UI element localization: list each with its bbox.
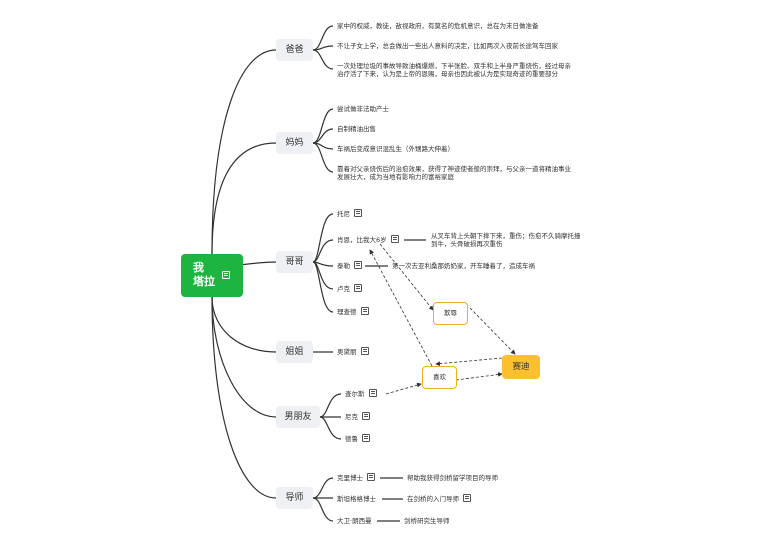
brother-name: 托尼 xyxy=(337,210,350,218)
boyfriend-nick[interactable]: 尼克 xyxy=(345,412,370,421)
mentor-steinberg-detail: 在剑桥的入门导师 xyxy=(407,494,471,503)
note-icon[interactable] xyxy=(360,347,369,355)
brother-name: 理查德 xyxy=(337,308,357,316)
mentor-name: 克里博士 xyxy=(337,474,363,482)
mom-item-2: 自制精油出售 xyxy=(337,125,376,133)
note-icon[interactable] xyxy=(362,412,370,420)
brother-tony[interactable]: 托尼 xyxy=(337,209,362,218)
note-icon[interactable] xyxy=(360,307,369,315)
boyfriend-name: 查尔斯 xyxy=(345,390,365,398)
relation-bully[interactable]: 欺辱 xyxy=(433,302,468,325)
mentor-name: 斯坦格格博士 xyxy=(337,495,376,503)
sister-audrey[interactable]: 奥黛丽 xyxy=(337,347,369,356)
brother-shawn[interactable]: 肖恩，比我大6岁 xyxy=(337,235,399,244)
brother-name: 卢克 xyxy=(337,285,350,293)
node-sadie[interactable]: 赛迪 xyxy=(502,355,540,379)
mom-item-4: 靠着对父亲烧伤后的治愈效果，获得了神迹使者般的崇拜，与父亲一道将精油事业发展壮大… xyxy=(337,165,571,181)
note-icon[interactable] xyxy=(222,271,230,279)
note-icon[interactable] xyxy=(368,389,377,397)
boyfriend-name: 德鲁 xyxy=(345,435,358,443)
mentor-steinberg[interactable]: 斯坦格格博士 xyxy=(337,495,376,503)
brother-name: 泰勒 xyxy=(337,262,350,270)
brother-tyler[interactable]: 泰勒 xyxy=(337,261,362,270)
mentor-name: 大卫·朗西曼 xyxy=(337,517,372,525)
root-label: 我塔拉 xyxy=(193,261,215,288)
mentor-kerry[interactable]: 克里博士 xyxy=(337,473,375,482)
mom-item-3: 车祸后变成意识混乱生（外甥路大伸着） xyxy=(337,145,454,153)
branch-boyfriend[interactable]: 男朋友 xyxy=(276,406,320,428)
dad-item-3: 一次处理垃圾的事故导致油桶爆燃，下半张脸、双手和上半身严重烧伤，经过母亲治疗活了… xyxy=(337,62,571,78)
note-icon[interactable] xyxy=(354,261,362,269)
branch-mentor[interactable]: 导师 xyxy=(276,487,313,509)
mentor-kerry-detail: 帮助我获得剑桥留学项目的导师 xyxy=(407,474,498,482)
brother-tyler-detail: 第一次去亚利桑那奶奶家，开车睡着了，造成车祸 xyxy=(392,262,535,270)
branch-mom[interactable]: 妈妈 xyxy=(276,132,313,154)
sister-name: 奥黛丽 xyxy=(337,348,357,356)
boyfriend-drew[interactable]: 德鲁 xyxy=(345,434,370,443)
branch-brother[interactable]: 哥哥 xyxy=(276,251,313,273)
relation-like[interactable]: 喜欢 xyxy=(422,366,457,389)
dad-item-1: 家中的权威，教徒，敌视政府，有莫名的危机意识，总在为末日做准备 xyxy=(337,22,539,30)
branch-sister[interactable]: 姐姐 xyxy=(276,341,313,363)
boyfriend-name: 尼克 xyxy=(345,413,358,421)
branch-dad[interactable]: 爸爸 xyxy=(276,39,313,61)
mentor-runciman[interactable]: 大卫·朗西曼 xyxy=(337,517,372,525)
root-node[interactable]: 我塔拉 xyxy=(181,254,243,297)
brother-luke[interactable]: 卢克 xyxy=(337,284,362,293)
note-icon[interactable] xyxy=(367,473,375,481)
brother-shawn-detail: 从叉车背上头朝下摔下来，重伤；伤愈不久骑摩托撞到牛，头骨破损再次重伤 xyxy=(431,232,581,248)
note-icon[interactable] xyxy=(390,235,399,243)
note-icon[interactable] xyxy=(362,434,370,442)
note-icon[interactable] xyxy=(354,284,362,292)
note-icon[interactable] xyxy=(354,209,362,217)
mom-item-1: 尝试做非法助产士 xyxy=(337,105,389,113)
boyfriend-charles[interactable]: 查尔斯 xyxy=(345,389,377,398)
brother-richard[interactable]: 理查德 xyxy=(337,307,369,316)
dad-item-2: 不让子女上学，总会做出一些出人意料的决定，比如两次入夜前长途驾车回家 xyxy=(337,42,558,50)
mentor-runciman-detail: 剑桥研究生导师 xyxy=(404,517,450,525)
note-icon[interactable] xyxy=(463,494,471,502)
brother-name: 肖恩，比我大6岁 xyxy=(337,236,387,244)
